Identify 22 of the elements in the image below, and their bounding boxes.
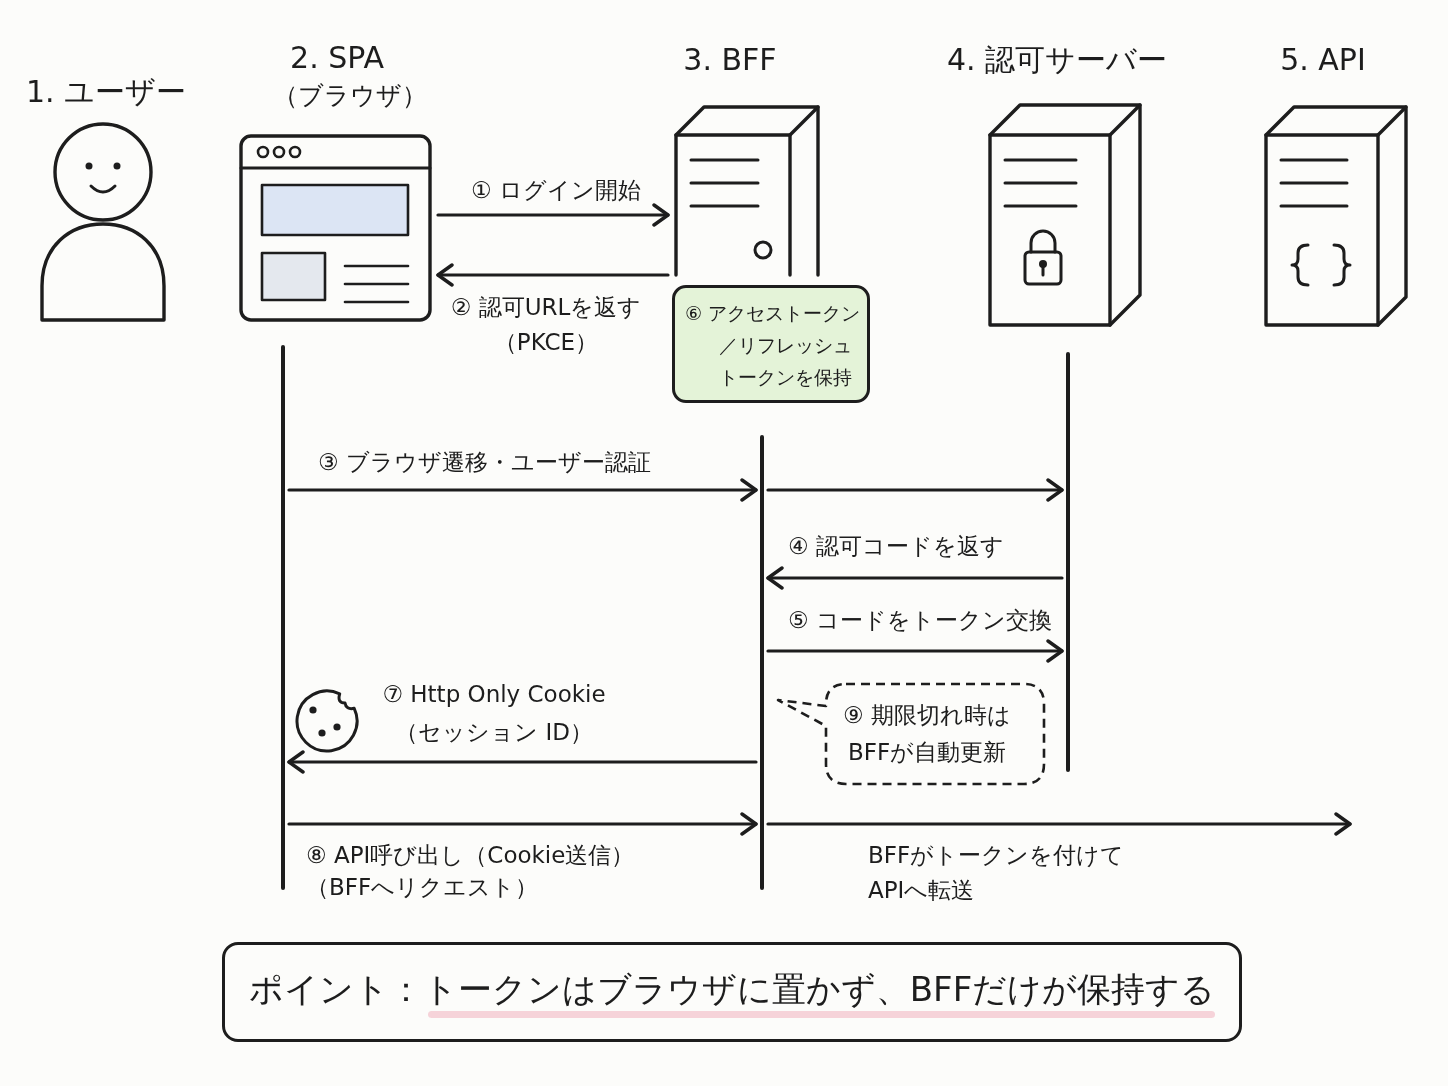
- lifeline: [1066, 352, 1070, 772]
- heading: 3. BFF: [683, 41, 777, 79]
- heading: 2. SPA: [290, 39, 384, 77]
- arrow: [287, 812, 758, 836]
- lifeline: [281, 345, 285, 890]
- summary-text: ポイント：トークンはブラウザに置かず、BFFだけが保持する: [248, 969, 1216, 1009]
- summary-box: [222, 942, 1242, 1042]
- arrow: [436, 263, 670, 287]
- arrow: [766, 478, 1064, 502]
- note-box: ⑥ アクセストークン／リフレッシュトークンを保持: [672, 285, 870, 403]
- arrow: [287, 478, 758, 502]
- heading: 1. ユーザー: [25, 73, 187, 111]
- speech-bubble: ⑨ 期限切れ時はBFFが自動更新: [774, 682, 1046, 786]
- arrow: [766, 566, 1064, 590]
- arrow: [766, 639, 1064, 663]
- arrow: [287, 750, 758, 774]
- arrow: [766, 812, 1352, 836]
- lifeline: [760, 435, 764, 890]
- heading: 5. API: [1280, 41, 1366, 79]
- subheading: （ブラウザ）: [273, 80, 427, 112]
- heading: 4. 認可サーバー: [946, 41, 1168, 79]
- arrow: [436, 203, 670, 227]
